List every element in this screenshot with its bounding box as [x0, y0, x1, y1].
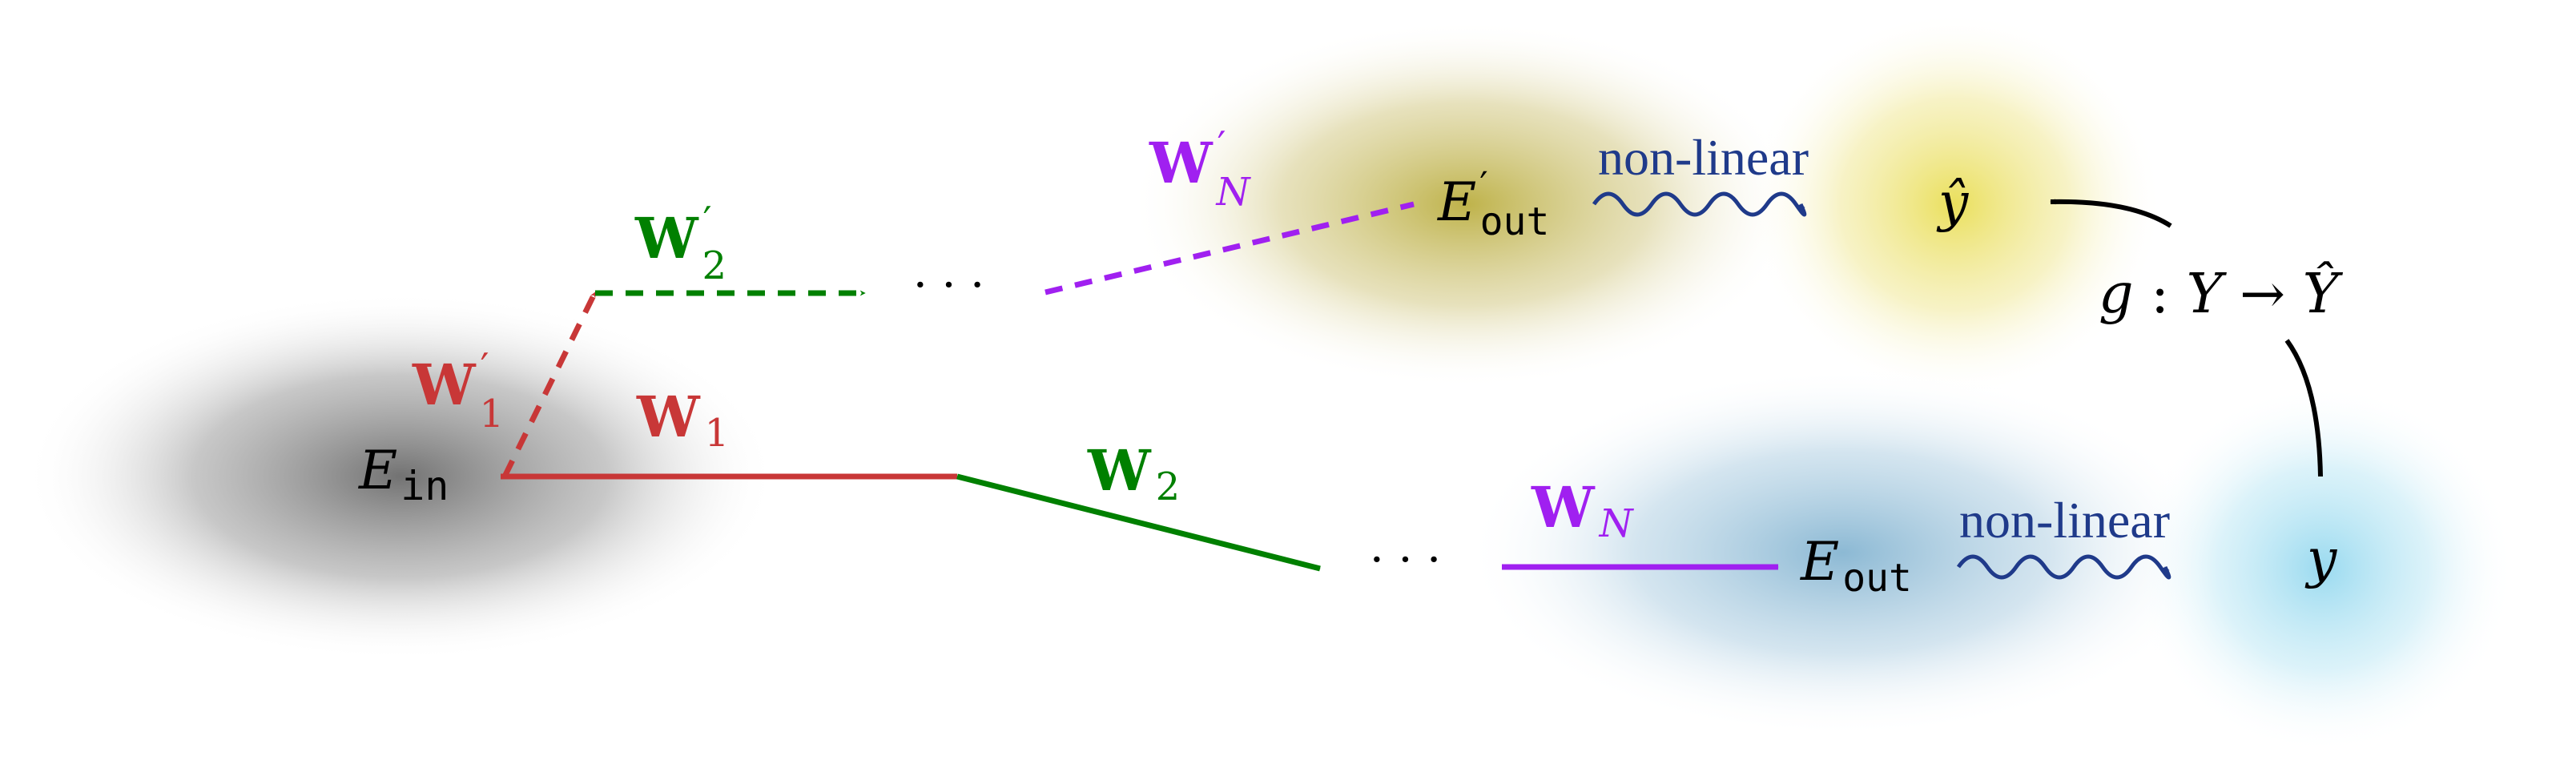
input-blob	[24, 292, 777, 661]
y-to-g-curve	[2284, 339, 2323, 477]
e-out-main: E	[1800, 531, 1839, 593]
y-blob	[2131, 384, 2515, 753]
w1-prime-prime: ′	[481, 345, 489, 390]
output-blob	[1466, 368, 2219, 737]
wn-prime-label: W′N	[1149, 123, 1252, 215]
dots-top: · · ·	[913, 259, 984, 312]
w2-prime-prime: ′	[703, 199, 712, 243]
g-func-arrow: →	[2223, 263, 2303, 326]
wn-prime-prime: ′	[1218, 123, 1226, 168]
e-out-prime-prime: ′	[1479, 163, 1487, 207]
g-func-g: g	[2099, 263, 2134, 326]
g-func-Yhat: Ŷ	[2303, 262, 2344, 326]
g-function-label: g : Y → Ŷ	[2099, 262, 2344, 326]
prime-output-blob	[1129, 20, 1802, 388]
w2-prime-sub: 2	[702, 243, 727, 288]
wn-sub: N	[1599, 501, 1635, 546]
e-out-sub: out	[1842, 556, 1912, 601]
e-out-prime-main: E	[1437, 171, 1476, 233]
w1-main: W	[636, 384, 701, 450]
w1-sub: 1	[705, 411, 730, 456]
wn-prime-arrow	[1044, 201, 1415, 296]
g-func-Y: Y	[2187, 263, 2228, 326]
w2-arrow	[956, 473, 1321, 572]
e-out-prime-label: E′out	[1437, 163, 1549, 244]
w2-sub: 2	[1156, 464, 1181, 509]
g-to-yhat-arrow	[2050, 199, 2172, 228]
w1-prime-label: W′1	[412, 345, 504, 436]
y-hat-blob	[1746, 12, 2163, 396]
e-in-main: E	[358, 440, 397, 501]
y-label: y	[2304, 528, 2337, 589]
wn-prime-sub: N	[1216, 170, 1252, 215]
w2-prime-main: W	[634, 205, 699, 271]
w2-prime-label: W′2	[634, 199, 727, 288]
nonlinear-bottom-wave	[1956, 554, 2171, 580]
e-out-prime-sub: out	[1480, 199, 1550, 244]
e-in-sub: in	[400, 463, 449, 509]
nonlinear-top-label: non-linear	[1598, 129, 1809, 186]
w1-prime-main: W	[412, 352, 477, 418]
nonlinear-bottom-label: non-linear	[1959, 492, 2170, 549]
w1-prime-sub: 1	[480, 392, 505, 436]
nonlinear-top-wave	[1592, 191, 1807, 217]
e-in-label: Ein	[358, 440, 449, 509]
w2-main: W	[1087, 437, 1152, 504]
g-func-colon: :	[2134, 263, 2187, 326]
w1-prime-arrow	[501, 291, 598, 478]
e-out-label: Eout	[1800, 531, 1912, 601]
dots-bottom: · · ·	[1370, 534, 1441, 586]
wn-prime-main: W	[1149, 130, 1214, 196]
y-hat-label: ŷ	[1936, 171, 1969, 233]
wn-main: W	[1531, 474, 1596, 541]
